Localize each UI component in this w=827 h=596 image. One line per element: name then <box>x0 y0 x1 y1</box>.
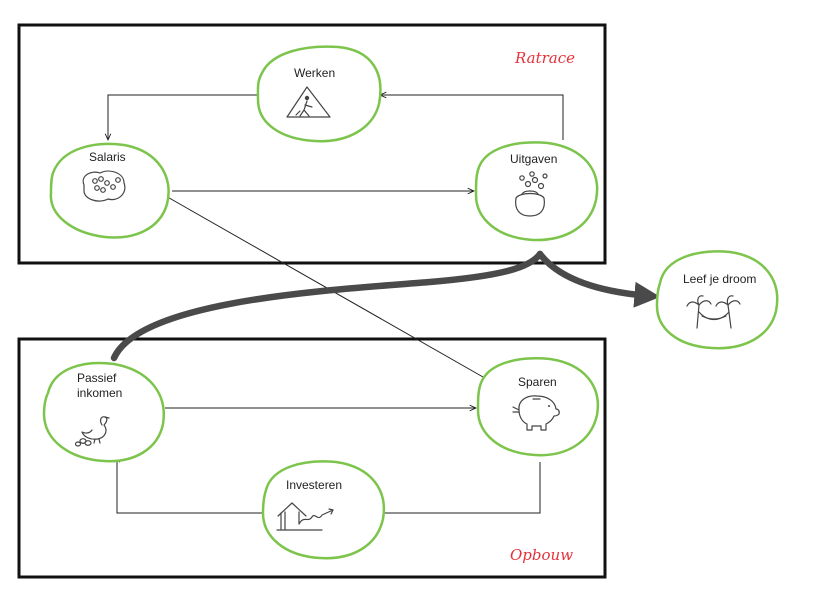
node-investeren: Investeren <box>261 460 386 560</box>
big-arrow-to-leef-je-droom <box>536 250 661 308</box>
passief-inkomen-label-line1: Passief <box>77 371 117 385</box>
salaris-label: Salaris <box>89 150 126 164</box>
money-purse-icon <box>515 171 548 217</box>
node-werken: Werken <box>256 45 382 143</box>
coins-bag-icon <box>82 170 126 202</box>
opbouw-title: Opbouw <box>510 546 573 564</box>
golden-goose-icon <box>74 416 110 447</box>
werken-label: Werken <box>294 66 335 80</box>
leef-je-droom-label: Leef je droom <box>683 272 756 286</box>
node-sparen: Sparen <box>476 357 600 457</box>
node-leef-je-droom: Leef je droom <box>655 250 779 350</box>
arrow-investeren-to-passief <box>117 456 262 514</box>
arrow-uitgaven-to-werken <box>380 95 564 140</box>
ratrace-title: Ratrace <box>514 49 575 67</box>
node-salaris: Salaris <box>49 142 170 239</box>
hammock-palms-icon <box>686 295 741 329</box>
arrow-sparen-to-investeren <box>376 462 541 513</box>
opbouw-frame <box>17 337 607 579</box>
node-passief-inkomen: Passief inkomen <box>42 361 166 463</box>
big-arrow-passief-to-uitgaven <box>110 250 544 362</box>
node-uitgaven: Uitgaven <box>474 141 599 242</box>
ratrace-frame <box>17 23 607 265</box>
uitgaven-label: Uitgaven <box>510 152 557 166</box>
arrow-werken-to-salaris <box>108 94 260 140</box>
sparen-label: Sparen <box>518 375 557 389</box>
roadworks-icon <box>286 86 331 118</box>
passief-inkomen-label-line2: inkomen <box>77 386 122 400</box>
house-growth-icon <box>276 502 334 531</box>
piggy-bank-icon <box>512 395 560 431</box>
investeren-label: Investeren <box>286 478 342 492</box>
